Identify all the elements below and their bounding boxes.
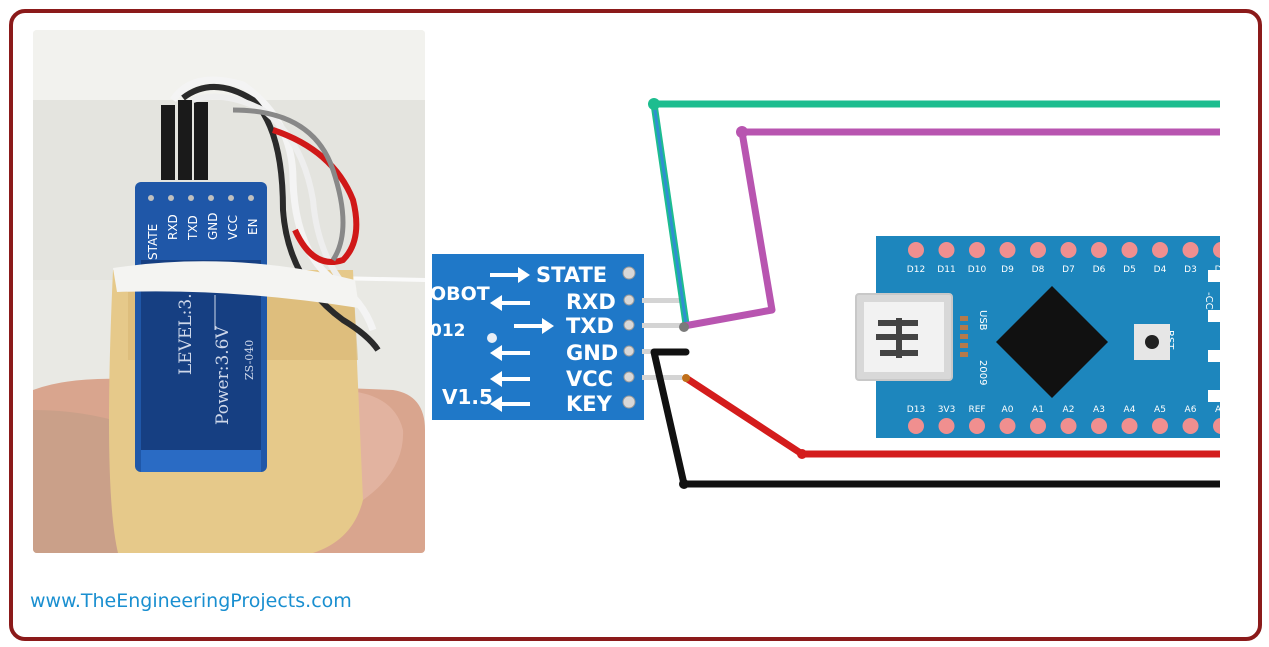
nano-top-label-d11: D11 (937, 265, 955, 275)
nano-bottom-pad-a1 (1030, 418, 1046, 434)
hc05-pin-state-label: STATE (536, 263, 607, 287)
hc05-pin-key-label: KEY (566, 392, 613, 416)
nano-top-label-d5: D5 (1123, 265, 1136, 275)
nano-bottom-label-a0: A0 (1002, 405, 1014, 415)
hc05-version-text: V1.5 (442, 385, 493, 409)
hc05-pin-rxd-label: RXD (566, 290, 616, 314)
nano-bottom-label-ref: REF (968, 405, 985, 415)
hc05-pin-gnd-label: GND (566, 341, 618, 365)
nano-bottom-label-a7: A7 (1215, 405, 1220, 415)
website-link[interactable]: www.TheEngineeringProjects.com (30, 590, 352, 612)
nano-bottom-pad-d13 (908, 418, 924, 434)
nano-top-pad-d8 (1030, 242, 1046, 258)
nano-bottom-label-a3: A3 (1093, 405, 1105, 415)
nano-top-pad-d2 (1213, 242, 1220, 258)
nano-usb-label: USB (977, 310, 988, 331)
nano-top-pad-d11 (938, 242, 955, 258)
nano-top-label-d6: D6 (1093, 265, 1106, 275)
hc05-mount-hole (487, 333, 497, 343)
nano-bottom-label-a5: A5 (1154, 405, 1166, 415)
photo-pin-gnd: GND (206, 212, 220, 240)
microcontroller-chip (996, 286, 1108, 398)
nano-top-pad-d3 (1182, 242, 1199, 258)
nano-top-label-d9: D9 (1001, 265, 1014, 275)
nano-bottom-pad-a4 (1121, 418, 1138, 434)
nano-top-label-d4: D4 (1154, 265, 1167, 275)
nano-top-pads: D12D11D10D9D8D7D6D5D4D3D2 (907, 242, 1220, 275)
nano-bottom-pad-a0 (999, 418, 1016, 434)
arduino-nano: D12D11D10D9D8D7D6D5D4D3D2 D133V3REFA0A1A… (855, 236, 1220, 438)
hc05-pin-gnd (623, 345, 635, 357)
nano-top-pad-d5 (1121, 242, 1138, 258)
hc05-pin-rxd (623, 294, 635, 306)
hc05-brand-text: OBOT (430, 283, 490, 305)
wire-rxd-purple (680, 128, 1220, 330)
nano-top-label-d8: D8 (1032, 265, 1045, 275)
nano-bottom-pad-a5 (1152, 418, 1168, 434)
photo-pin-txd: TXD (186, 215, 200, 241)
photo-pin-rxd: RXD (166, 214, 180, 240)
nano-bottom-label-3v3: 3V3 (938, 405, 956, 415)
nano-bottom-pad-a7 (1213, 418, 1220, 434)
nano-top-label-d10: D10 (968, 265, 987, 275)
hc05-pin-txd-label: TXD (566, 314, 614, 338)
nano-bottom-pad-a2 (1060, 418, 1077, 434)
nano-bottom-pad-a3 (1091, 418, 1107, 434)
photo-text-model: ZS-040 (243, 340, 256, 380)
nano-bottom-label-d13: D13 (907, 405, 925, 415)
photo-text-level: LEVEL:3. (176, 293, 196, 375)
hc05-pin-vcc (623, 371, 635, 383)
nano-top-pad-d4 (1152, 242, 1168, 258)
nano-top-pad-d10 (969, 242, 985, 258)
hc05-pin-vcc-label: VCC (566, 367, 613, 391)
hc05-pin-key (622, 395, 636, 409)
nano-year-label: 2009 (977, 360, 988, 385)
photo-text-power: Power:3.6V (213, 326, 233, 425)
nano-top-label-d7: D7 (1062, 265, 1075, 275)
nano-right-label: -CC (1203, 292, 1214, 310)
hc05-module: OBOT 012 V1.5 STATE RXD TXD GND VCC KEY (430, 254, 682, 420)
nano-top-pad-d12 (908, 242, 924, 258)
nano-bottom-pad-ref (969, 418, 985, 434)
nano-bottom-label-a6: A6 (1185, 405, 1197, 415)
nano-bottom-pads: D13 3V3 REF A0 A1 A2 A3 A4 A5 A6 A7 (907, 405, 1220, 434)
nano-bottom-pad-a6 (1182, 418, 1199, 434)
nano-bottom-pad-3v3 (938, 418, 955, 434)
nano-top-pad-d9 (999, 242, 1016, 258)
nano-top-label-d12: D12 (907, 265, 925, 275)
hc05-pin-state (622, 266, 636, 280)
nano-bottom-label-a2: A2 (1063, 405, 1075, 415)
nano-top-label-d3: D3 (1184, 265, 1197, 275)
photo-pin-vcc: VCC (226, 215, 240, 240)
photo-pin-en: EN (246, 218, 260, 235)
hc05-pin-txd (623, 319, 635, 331)
nano-bottom-label-a4: A4 (1124, 405, 1136, 415)
module-photo-drawing: STATE RXD TXD GND VCC EN LEVEL:3. Power:… (33, 30, 425, 553)
wiring-diagram: OBOT 012 V1.5 STATE RXD TXD GND VCC KEY (430, 98, 1220, 489)
nano-top-pad-d6 (1091, 242, 1107, 258)
nano-bottom-label-a1: A1 (1032, 405, 1044, 415)
module-photo: STATE RXD TXD GND VCC EN LEVEL:3. Power:… (33, 30, 425, 553)
photo-pin-state: STATE (146, 224, 160, 260)
wire-gnd-black (650, 348, 1220, 488)
nano-top-pad-d7 (1060, 242, 1077, 258)
hc05-model-text: 012 (430, 321, 466, 341)
